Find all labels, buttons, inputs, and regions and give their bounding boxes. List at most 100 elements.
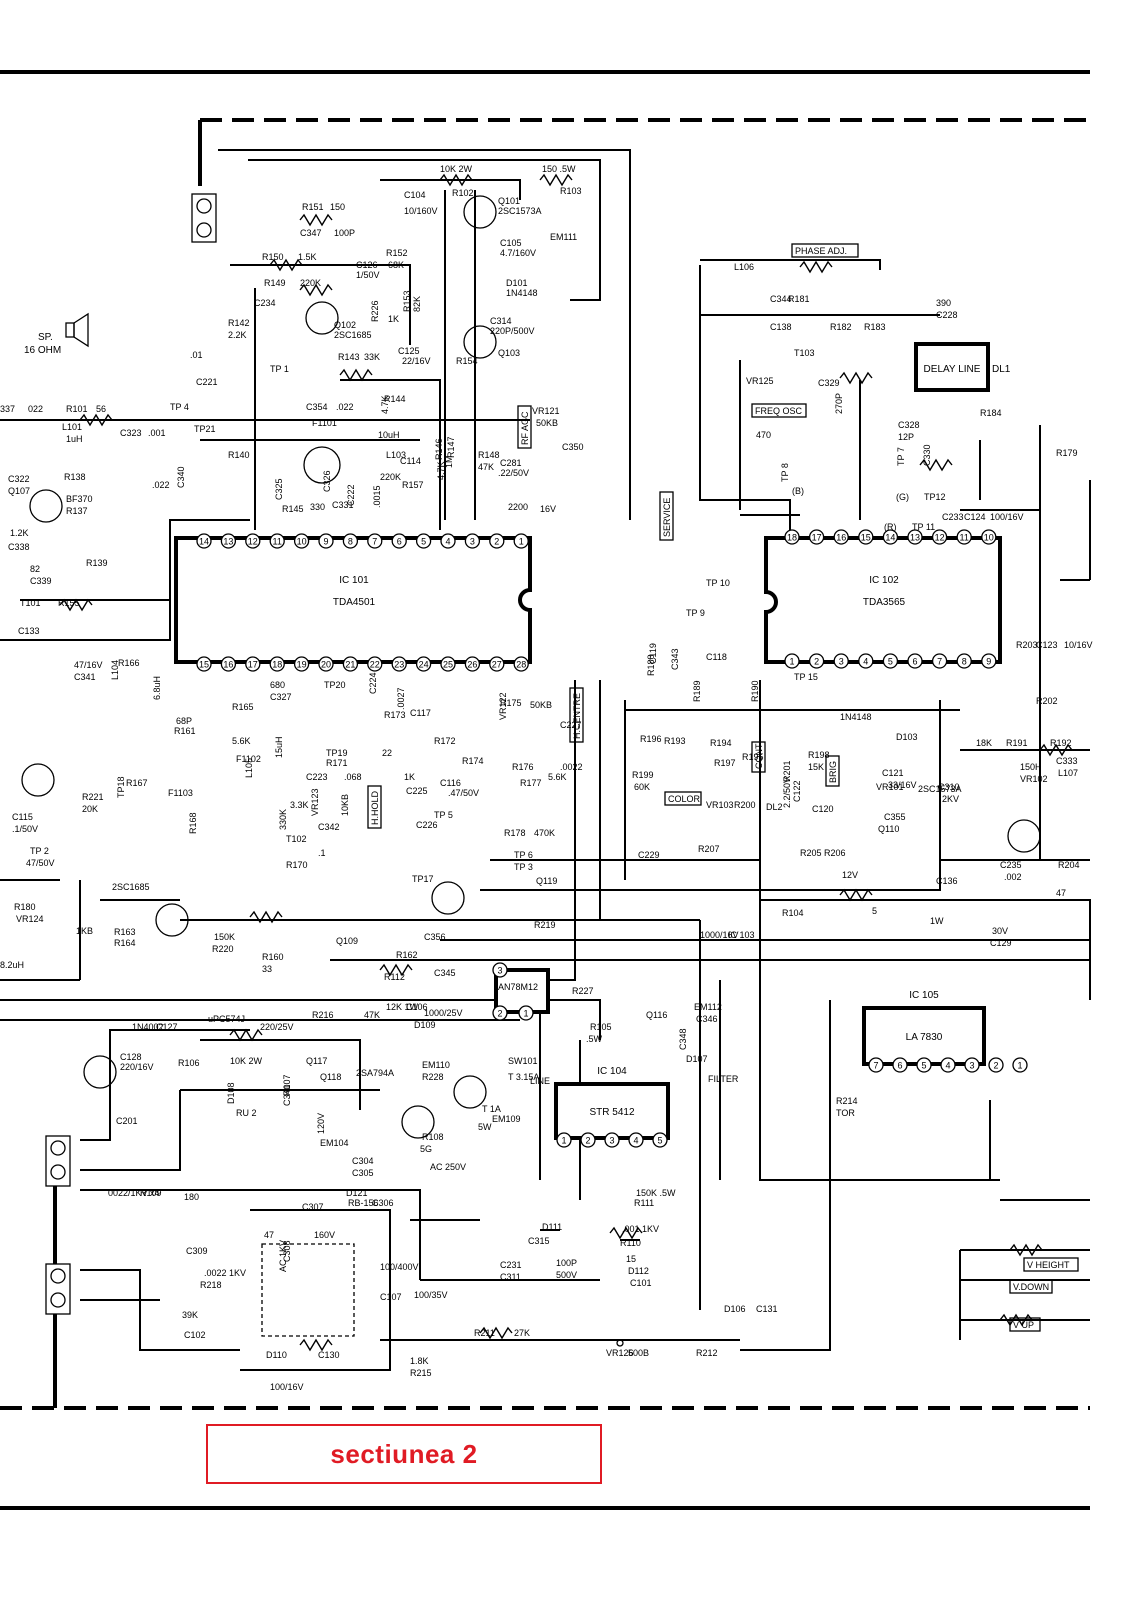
ic101-pin-27	[489, 656, 505, 672]
ic101-pin-label: 28	[516, 660, 526, 670]
component-label: R226	[370, 300, 380, 322]
component-label: 12V	[842, 870, 858, 880]
ic105-pin-3	[964, 1057, 980, 1073]
component-label: R163	[114, 927, 136, 937]
ic103-pin-1	[518, 1005, 534, 1021]
component-label: .0027	[396, 687, 406, 710]
component-label: (G)	[896, 492, 909, 502]
boxed-label: BRIG	[825, 755, 840, 787]
component-label: C315	[528, 1236, 550, 1246]
ic101-pin-label: 23	[394, 660, 404, 670]
component-label: R196	[640, 734, 662, 744]
component-label: R183	[864, 322, 886, 332]
ic101-pin-label: 11	[273, 537, 282, 547]
component-label: C325	[274, 478, 284, 500]
ic102-ref: IC 102	[869, 575, 899, 586]
svg-text:SERVICE: SERVICE	[662, 498, 672, 537]
component-label: R176	[512, 762, 534, 772]
ic103-part: AN78M12	[498, 982, 538, 992]
component-label: TP18	[116, 776, 126, 798]
component-label: LINE	[530, 1076, 550, 1086]
component-label: C304	[352, 1156, 374, 1166]
component-label: FILTER	[708, 1074, 739, 1084]
component-label: R145	[282, 504, 304, 514]
component-label: TP 8	[780, 463, 790, 482]
ic102-pin-label: 7	[937, 657, 942, 667]
wiring	[0, 149, 1091, 1371]
component-label: 220K	[380, 472, 401, 482]
component-label: RU 2	[236, 1108, 257, 1118]
component-label: 5G	[420, 1144, 432, 1154]
component-label: C347	[300, 228, 322, 238]
component-label: TP 7	[896, 447, 906, 466]
component-label: 220P/500V	[490, 326, 535, 336]
component-label: 1K	[388, 314, 399, 324]
component-label: C327	[270, 692, 292, 702]
ic102-pin-label: 5	[888, 657, 893, 667]
ic101-pin-12	[245, 533, 261, 549]
component-label: C340	[176, 466, 186, 488]
component-label: 330K	[278, 809, 288, 830]
component-label: C322	[8, 474, 30, 484]
ic105-pin-label: 7	[873, 1061, 878, 1071]
component-label: .22/50V	[498, 468, 529, 478]
component-label: TP 2	[30, 846, 49, 856]
component-label: R142	[228, 318, 250, 328]
ic101-pin-label: 12	[248, 537, 258, 547]
component-label: R153	[402, 290, 412, 312]
component-label: R206	[824, 848, 846, 858]
ic102-pin-10	[981, 529, 997, 545]
component-label: R168	[188, 812, 198, 834]
svg-text:FREQ OSC: FREQ OSC	[755, 406, 803, 416]
component-label: C356	[424, 932, 446, 942]
component-label: 22/16V	[402, 356, 431, 366]
ic102-pin-label: 11	[960, 533, 969, 543]
ic102-pin-label: 10	[984, 533, 994, 543]
boxed-label: SERVICE	[659, 491, 674, 541]
component-label: 47K	[478, 462, 494, 472]
component-label: 150H	[1020, 762, 1042, 772]
svg-text:COLOR: COLOR	[668, 794, 701, 804]
ic102-pin-7	[931, 653, 948, 669]
component-label: Q117	[306, 1056, 327, 1066]
component-label: 470	[756, 430, 771, 440]
ic101-pin-13	[220, 533, 237, 549]
ic101-pin-10	[293, 533, 310, 549]
ic101-pin-6	[391, 533, 407, 549]
component-label: .022	[152, 480, 170, 490]
component-label: C323	[120, 428, 142, 438]
component-label: VR125	[746, 376, 774, 386]
ic102-pin-label: 13	[910, 533, 920, 543]
component-label: 1M	[444, 455, 454, 468]
ic104-pin-label: 5	[657, 1136, 662, 1146]
ic102-pin-13	[907, 529, 923, 545]
component-label: R109	[140, 1188, 162, 1198]
ic102-pin-6	[907, 653, 923, 669]
component-label: R181	[788, 294, 810, 304]
ic102-pin-14	[882, 529, 899, 545]
ic101-pin-11	[269, 533, 285, 549]
component-label: 1uH	[66, 434, 83, 444]
component-label: C101	[630, 1278, 652, 1288]
component-label: .068	[344, 772, 362, 782]
component-label: R144	[384, 394, 406, 404]
component-label: C326	[322, 470, 332, 492]
component-label: 330	[310, 502, 325, 512]
boxed-label: PHASE ADJ.	[791, 243, 859, 258]
component-label: L107	[1058, 768, 1078, 778]
component-label: R184	[980, 408, 1002, 418]
component-label: C306	[372, 1198, 394, 1208]
component-label: R192	[1050, 738, 1072, 748]
component-label: 2.2K	[228, 330, 247, 340]
component-label: 1.8K	[410, 1356, 429, 1366]
component-label: 16V	[540, 504, 556, 514]
component-label: 10KB	[340, 794, 350, 816]
component-label: C107	[380, 1292, 402, 1302]
component-label: C119	[648, 643, 658, 664]
component-label: 50KB	[530, 700, 552, 710]
delay-line-block	[914, 342, 990, 392]
component-label: C226	[416, 820, 438, 830]
component-label: .01	[190, 350, 203, 360]
component-label: C234	[254, 298, 276, 308]
